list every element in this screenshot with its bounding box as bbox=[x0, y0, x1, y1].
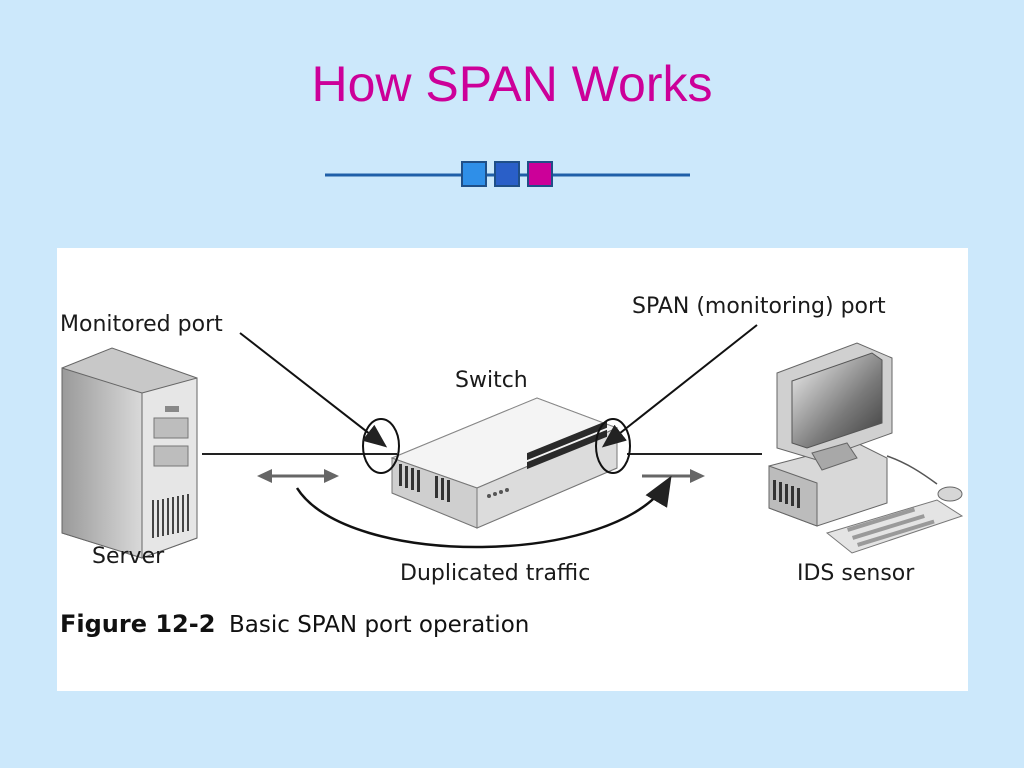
ids-sensor-computer-icon bbox=[768, 342, 893, 527]
duplicated-traffic-curve bbox=[295, 475, 672, 549]
figure-caption-text: Basic SPAN port operation bbox=[229, 612, 530, 638]
monitored-port-pointer bbox=[239, 332, 388, 448]
server-label: Server bbox=[92, 544, 165, 569]
figure-panel: Monitored port SPAN (monitoring) port Sw… bbox=[57, 248, 968, 691]
outbound-traffic-arrow bbox=[642, 469, 705, 483]
span-diagram bbox=[61, 324, 964, 559]
divider-square-2 bbox=[494, 161, 520, 187]
span-port-pointer bbox=[601, 324, 758, 448]
server-icon bbox=[61, 347, 198, 559]
title-divider bbox=[325, 161, 690, 187]
monitored-port-circle bbox=[362, 418, 400, 474]
span-port-circle bbox=[595, 418, 631, 474]
figure-caption-number: Figure 12-2 bbox=[60, 610, 216, 638]
divider-square-1 bbox=[461, 161, 487, 187]
bidirectional-traffic-arrow bbox=[257, 469, 339, 483]
switch-label: Switch bbox=[455, 368, 528, 393]
slide-title: How SPAN Works bbox=[311, 56, 713, 112]
switch-icon bbox=[390, 397, 619, 529]
divider-square-3 bbox=[527, 161, 553, 187]
ids-sensor-label: IDS sensor bbox=[797, 561, 915, 586]
span-port-label: SPAN (monitoring) port bbox=[632, 294, 886, 319]
keyboard-icon bbox=[825, 499, 964, 554]
duplicated-traffic-label: Duplicated traffic bbox=[400, 561, 591, 586]
monitored-port-label: Monitored port bbox=[60, 312, 223, 337]
mouse-icon bbox=[886, 455, 963, 502]
